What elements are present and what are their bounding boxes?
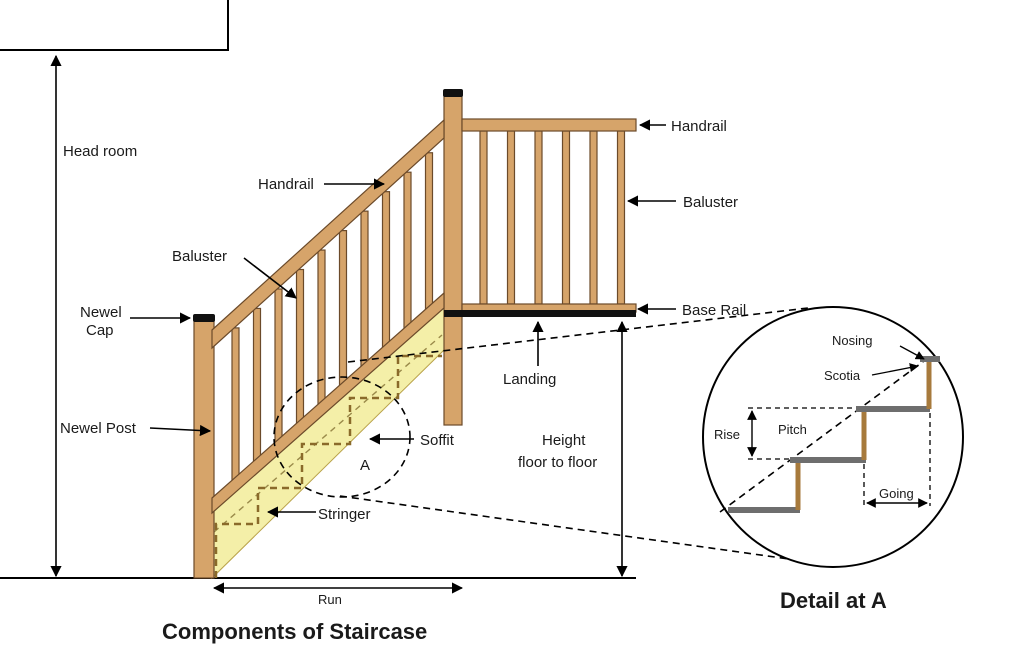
label-baluster-stair: Baluster <box>172 248 227 265</box>
landing-baluster <box>561 130 571 305</box>
label-stringer: Stringer <box>318 506 371 523</box>
landing-newel-post <box>443 94 463 426</box>
detail-connector-top <box>347 307 809 363</box>
nosing-leader <box>899 345 925 360</box>
label-newel-post: Newel Post <box>60 420 137 437</box>
landing-baluster <box>589 130 598 305</box>
diagram-title: Components of Staircase <box>162 619 427 644</box>
label-run: Run <box>318 592 342 607</box>
stair-baluster <box>295 268 305 428</box>
label-handrail-stair: Handrail <box>258 176 314 193</box>
ceiling-outline <box>0 0 229 51</box>
stair-baluster <box>317 249 326 409</box>
newel-post <box>193 319 215 579</box>
landing-balusters <box>479 130 626 305</box>
label-nosing: Nosing <box>832 333 872 348</box>
label-rise: Rise <box>714 427 740 442</box>
landing-baluster <box>616 130 626 305</box>
stair-baluster <box>338 229 348 390</box>
label-base-rail: Base Rail <box>682 302 746 319</box>
newel-cap <box>193 314 215 322</box>
stair-baluster <box>252 307 262 466</box>
stair-baluster <box>360 210 369 371</box>
landing-baluster <box>534 130 543 305</box>
landing-handrail <box>461 118 637 132</box>
detail-a: Nosing Scotia Rise Pitch Going <box>702 306 964 568</box>
stair-handrail <box>211 118 445 350</box>
label-height-line2: floor to floor <box>518 454 597 471</box>
stair-base-rail <box>211 291 445 515</box>
label-newel-cap-line2: Cap <box>86 322 114 339</box>
label-handrail-landing: Handrail <box>671 118 727 135</box>
landing-baluster <box>506 130 516 305</box>
label-height-line1: Height <box>542 432 586 449</box>
label-soffit: Soffit <box>420 432 455 449</box>
label-baluster-landing: Baluster <box>683 194 738 211</box>
label-going: Going <box>879 486 914 501</box>
stair-baluster <box>274 288 283 447</box>
base-rail <box>444 310 636 317</box>
label-landing: Landing <box>503 371 556 388</box>
scotia-leader <box>871 363 919 376</box>
detail-title: Detail at A <box>780 588 887 613</box>
stair-baluster <box>231 327 240 485</box>
label-a-marker: A <box>360 457 370 474</box>
label-scotia: Scotia <box>824 368 861 383</box>
landing-baluster <box>479 130 488 305</box>
baluster-stair-leader <box>243 257 297 299</box>
label-pitch: Pitch <box>778 422 807 437</box>
stringer-steps <box>214 354 442 578</box>
label-head-room: Head room <box>63 143 137 160</box>
newel-post-leader <box>149 424 212 437</box>
stair-baluster <box>381 191 391 352</box>
label-newel-cap-line1: Newel <box>80 304 122 321</box>
detail-connector-bottom <box>339 495 797 561</box>
stair-baluster <box>424 152 434 314</box>
stair-baluster <box>403 171 412 333</box>
landing-newel-cap <box>443 89 463 97</box>
